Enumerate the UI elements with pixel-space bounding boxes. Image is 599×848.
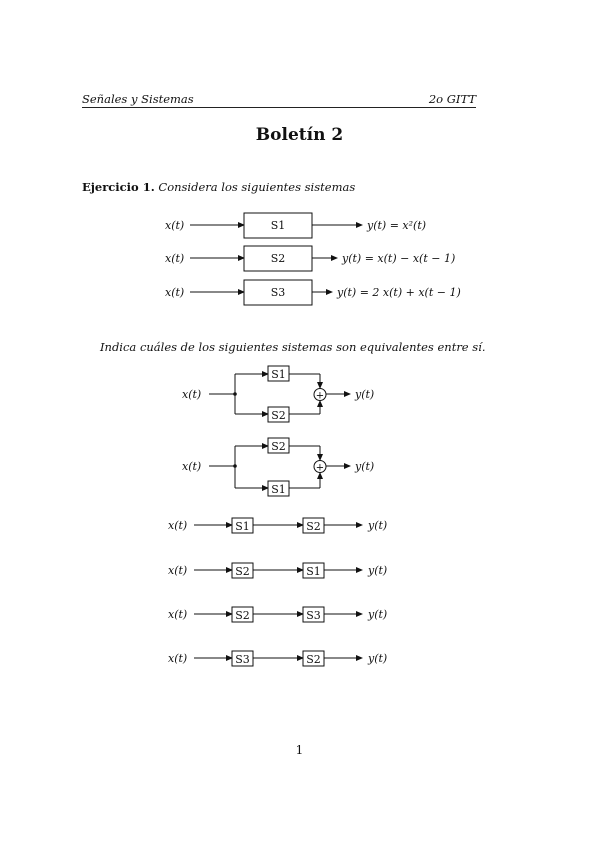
page-number: 1 (295, 743, 304, 757)
first-block-label: S3 (235, 653, 250, 666)
sum-symbol: + (316, 391, 324, 402)
diagram-input-label: x(t) (182, 460, 201, 473)
diagram-output-label: y(t) (367, 564, 387, 577)
diagram-output-label: y(t) (367, 652, 387, 665)
diagram-output-label: y(t) (367, 519, 387, 532)
system-block-label: S2 (271, 252, 286, 265)
diagram-input-label: x(t) (168, 564, 187, 577)
diagram-output-label: y(t) (354, 460, 374, 473)
diagram-input-label: x(t) (168, 519, 187, 532)
sum-symbol: + (316, 463, 324, 474)
second-block-label: S2 (306, 520, 321, 533)
system-block-label: S1 (271, 219, 286, 232)
system-block (243, 245, 313, 272)
header-rule (82, 107, 476, 108)
cascade-diagram-1: x(t) S1 S2 y(t) (168, 517, 387, 534)
bottom-block-label: S2 (271, 409, 286, 422)
system-equation: y(t) = 2 x(t) + x(t − 1) (336, 286, 461, 299)
exercise-text: Considera los siguientes sistemas (158, 180, 356, 194)
second-block-label: S2 (306, 653, 321, 666)
parallel-diagram-a: x(t) S1 S2 + y(t) (182, 365, 374, 423)
second-block-label: S1 (306, 565, 321, 578)
system-equation: y(t) = x²(t) (366, 219, 426, 232)
first-block-label: S2 (235, 609, 250, 622)
parallel-diagram-b: x(t) S2 S1 + y(t) (182, 437, 374, 497)
question-text: Indica cuáles de los siguientes sistemas… (100, 340, 486, 354)
diagram-output-label: y(t) (354, 388, 374, 401)
system-definition-s3: x(t) S3 y(t) = 2 x(t) + x(t − 1) (165, 279, 461, 306)
exercise-label: Ejercicio 1. (82, 180, 155, 194)
cascade-diagram-2: x(t) S2 S1 y(t) (168, 562, 387, 579)
system-input-label: x(t) (165, 252, 184, 265)
system-definition-s1: x(t) S1 y(t) = x²(t) (165, 212, 426, 239)
header-course-title: Señales y Sistemas (82, 92, 194, 106)
page-title: Boletín 2 (255, 125, 344, 145)
exercise-statement: Ejercicio 1. Considera los siguientes si… (82, 180, 355, 194)
bottom-block-label: S1 (271, 483, 286, 496)
header-course-code: 2o GITT (428, 92, 476, 106)
diagram-input-label: x(t) (168, 652, 187, 665)
cascade-diagram-3: x(t) S2 S3 y(t) (168, 606, 387, 623)
second-block-label: S3 (306, 609, 321, 622)
system-input-label: x(t) (165, 286, 184, 299)
system-definition-s2: x(t) S2 y(t) = x(t) − x(t − 1) (165, 245, 455, 272)
first-block-label: S2 (235, 565, 250, 578)
system-block (243, 279, 313, 306)
first-block-label: S1 (235, 520, 250, 533)
system-equation: y(t) = x(t) − x(t − 1) (341, 252, 455, 265)
cascade-diagram-4: x(t) S3 S2 y(t) (168, 650, 387, 667)
top-block-label: S2 (271, 440, 286, 453)
diagram-output-label: y(t) (367, 608, 387, 621)
diagram-input-label: x(t) (168, 608, 187, 621)
system-input-label: x(t) (165, 219, 184, 232)
system-block (243, 212, 313, 239)
system-block-label: S3 (271, 286, 286, 299)
top-block-label: S1 (271, 368, 286, 381)
diagram-input-label: x(t) (182, 388, 201, 401)
